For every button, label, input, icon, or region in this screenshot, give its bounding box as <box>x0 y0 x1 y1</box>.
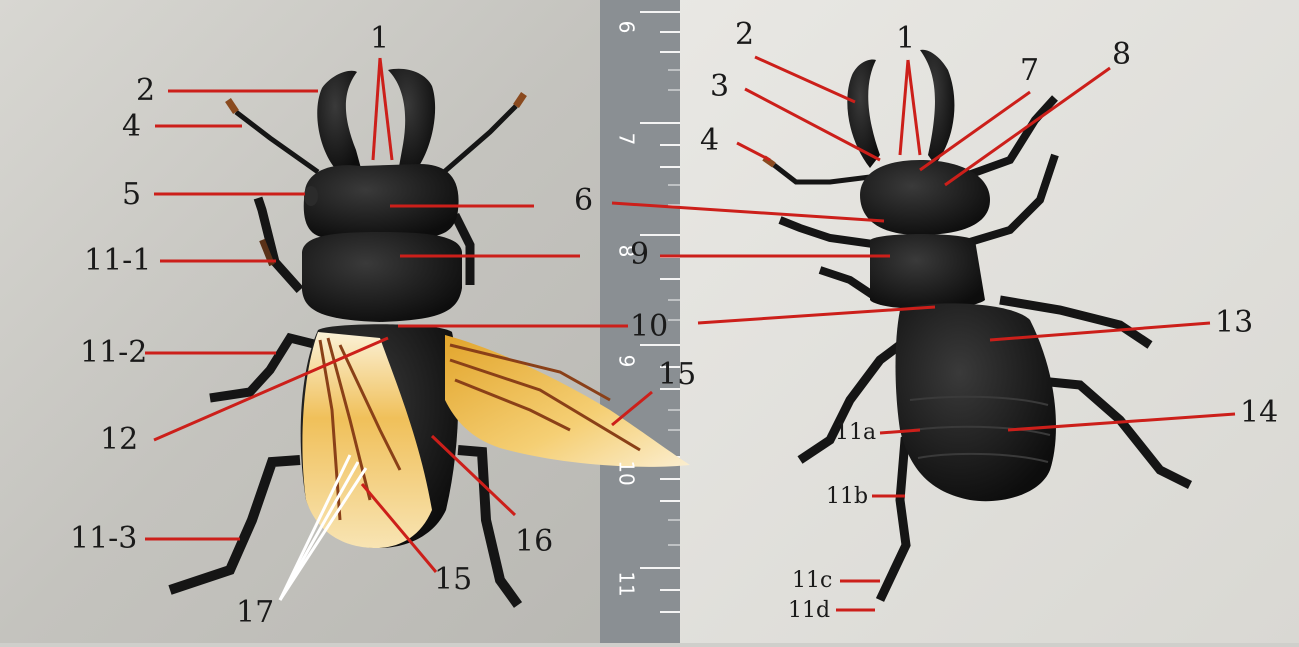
label-hind-wing: 15 <box>658 360 696 390</box>
label-mandible-tooth: 1 <box>370 24 389 54</box>
label-r4: 4 <box>700 126 719 156</box>
label-midleg: 11-2 <box>80 338 147 368</box>
label-antenna: 4 <box>122 112 141 142</box>
label-folding: 17 <box>236 598 274 628</box>
label-r13: 13 <box>1215 308 1253 338</box>
label-mesothorax: 12 <box>100 425 138 455</box>
label-r1: 1 <box>896 24 915 54</box>
ruler-mark: 11 <box>615 571 639 596</box>
label-foreleg: 11-1 <box>84 246 151 276</box>
ruler-mark: 10 <box>615 460 639 485</box>
label-eye: 5 <box>122 180 141 210</box>
label-r6: 6 <box>574 186 593 216</box>
label-wing-vein: 15 <box>434 565 472 595</box>
label-r9: 9 <box>630 240 649 270</box>
label-r11b: 11b <box>826 486 868 508</box>
label-r2: 2 <box>735 20 754 50</box>
ruler-mark: 7 <box>614 133 638 146</box>
label-hindleg: 11-3 <box>70 524 137 554</box>
label-r11a: 11a <box>835 422 876 444</box>
label-r7: 7 <box>1020 56 1039 86</box>
label-r11d: 11d <box>788 600 830 622</box>
label-mandible: 2 <box>136 76 155 106</box>
label-elytron: 16 <box>515 527 553 557</box>
label-r14: 14 <box>1240 398 1278 428</box>
label-scutellum: 10 <box>630 312 668 342</box>
label-r11c: 11c <box>792 570 832 592</box>
label-r3: 3 <box>710 72 729 102</box>
label-r8: 8 <box>1112 40 1131 70</box>
ruler-mark: 6 <box>614 21 638 34</box>
ruler-mark: 9 <box>614 355 638 368</box>
